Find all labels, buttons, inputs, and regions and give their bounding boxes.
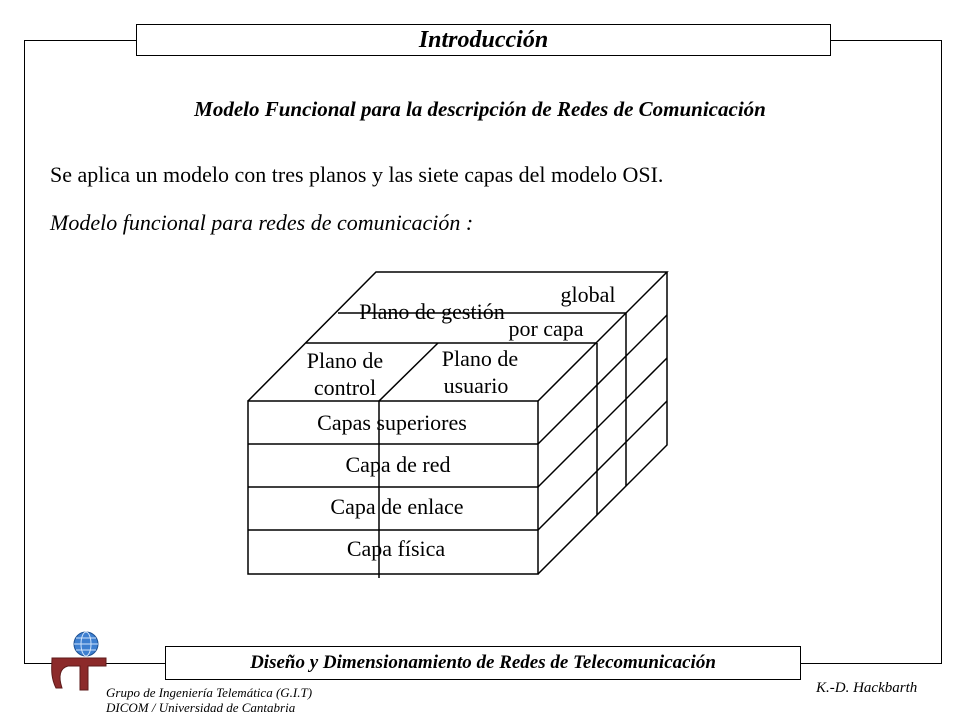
git-logo-icon: [51, 631, 107, 691]
label-plano-usuario-2: usuario: [444, 373, 509, 398]
footer-group-line-1: Grupo de Ingeniería Telemática (G.I.T): [106, 685, 313, 700]
label-plano-gestion: Plano de gestión: [359, 299, 504, 324]
layer-capa-enlace: Capa de enlace: [330, 494, 463, 519]
slide-title: Introducción: [136, 24, 831, 56]
layer-capa-fisica: Capa física: [347, 536, 446, 561]
label-plano-control-2: control: [314, 375, 376, 400]
footer-title: Diseño y Dimensionamiento de Redes de Te…: [165, 646, 801, 680]
label-global: global: [561, 282, 616, 307]
footer-author: K.-D. Hackbarth: [816, 680, 918, 696]
layer-capas-superiores: Capas superiores: [317, 410, 467, 435]
label-por-capa: por capa: [508, 316, 583, 341]
footer-group-line-2: DICOM / Universidad de Cantabria: [106, 700, 296, 715]
label-plano-control-1: Plano de: [307, 348, 383, 373]
label-plano-usuario-1: Plano de: [442, 346, 518, 371]
slide-subtitle: Modelo Funcional para la descripción de …: [194, 97, 766, 121]
body-line-2: Modelo funcional para redes de comunicac…: [50, 210, 474, 235]
body-line-1: Se aplica un modelo con tres planos y la…: [50, 162, 664, 187]
layer-capa-red: Capa de red: [345, 452, 450, 477]
